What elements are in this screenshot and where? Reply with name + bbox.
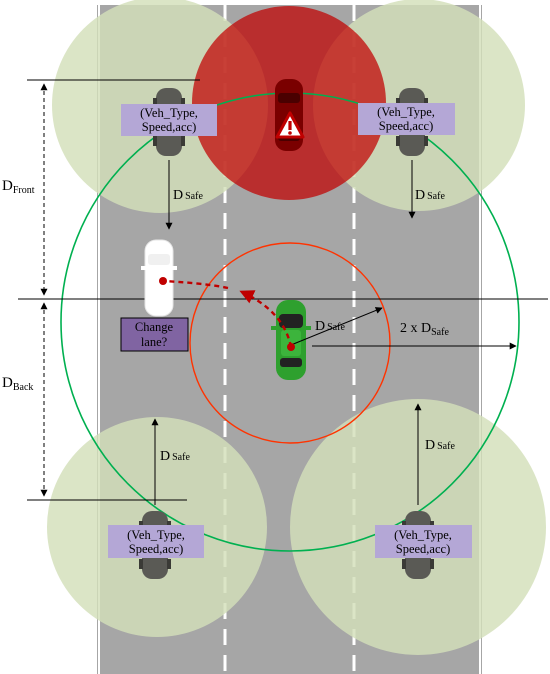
svg-text:(Veh_Type,: (Veh_Type,: [377, 105, 435, 119]
lane-change-trajectory: [239, 290, 293, 348]
svg-text:Speed,acc): Speed,acc): [396, 542, 450, 556]
svg-text:Speed,acc): Speed,acc): [129, 542, 183, 556]
warning-triangle-icon: [275, 111, 305, 139]
label-d-front: DFront: [2, 178, 35, 196]
svg-text:(Veh_Type,: (Veh_Type,: [394, 528, 452, 542]
ego-range-circle: [189, 242, 391, 444]
trajectory-start-dot: [287, 343, 295, 351]
decision-box-change-lane: Change lane?: [120, 317, 189, 352]
trajectory-end-dot: [159, 277, 167, 285]
svg-text:Speed,acc): Speed,acc): [142, 120, 196, 134]
label-double-safe: 2 x DSafe: [400, 321, 449, 338]
label-d-back: DBack: [2, 375, 33, 393]
info-box-front-right: (Veh_Type, Speed,acc): [358, 103, 455, 135]
svg-text:(Veh_Type,: (Veh_Type,: [140, 106, 198, 120]
vehicle-target-slot: [141, 239, 177, 317]
info-box-rear-left: (Veh_Type, Speed,acc): [108, 525, 204, 558]
svg-text:Speed,acc): Speed,acc): [379, 119, 433, 133]
svg-text:Change: Change: [135, 320, 174, 334]
info-box-front-left: (Veh_Type, Speed,acc): [121, 104, 217, 136]
vehicle-ego: [271, 300, 311, 380]
info-box-rear-right: (Veh_Type, Speed,acc): [375, 525, 472, 558]
svg-text:(Veh_Type,: (Veh_Type,: [127, 528, 185, 542]
d-safe-arrow-ego-diagonal: [290, 307, 383, 346]
svg-text:lane?: lane?: [141, 335, 168, 349]
